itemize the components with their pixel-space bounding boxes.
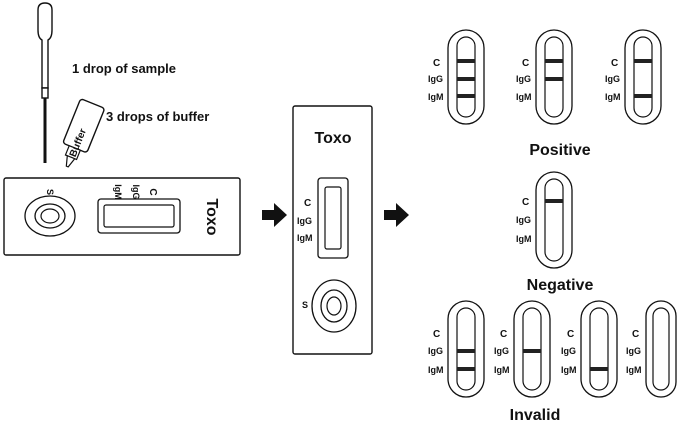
buffer-step-text: 3 drops of buffer [106, 109, 209, 124]
cassette-h-igm-label: IgM [113, 184, 123, 200]
strip-igg-label: IgG [428, 346, 443, 356]
positive-strip-3: C IgG IgM [605, 29, 662, 125]
strip-igm-label: IgM [494, 365, 510, 375]
strip-igm-label: IgM [561, 365, 577, 375]
invalid-strip-2: C IgG IgM [494, 300, 551, 398]
invalid-strip-3: C IgG IgM [561, 300, 618, 398]
strip-igm-label: IgM [516, 234, 532, 244]
cassette-h-control-label: C [147, 188, 158, 195]
invalid-heading: Invalid [510, 407, 561, 424]
cassette-h-igg-label: IgG [131, 185, 141, 200]
strip-c-label: C [632, 329, 639, 340]
invalid-strip-1: C IgG IgM [428, 300, 485, 398]
strip-c-label: C [611, 58, 618, 69]
strip-c-label: C [433, 329, 440, 340]
sample-well-label: S [45, 189, 55, 195]
strip-c-label: C [433, 58, 440, 69]
cassette-h-brand: Toxo [203, 198, 220, 235]
horizontal-cassette: S IgM IgG C Toxo [3, 177, 241, 256]
strip-igg-label: IgG [516, 74, 531, 84]
strip-c-label: C [567, 329, 574, 340]
strip-igm-label: IgM [626, 365, 642, 375]
strip-igm-label: IgM [428, 92, 444, 102]
strip-c-label: C [522, 197, 529, 208]
negative-strip: C IgG IgM [516, 171, 573, 269]
strip-igg-label: IgG [494, 346, 509, 356]
strip-igg-label: IgG [428, 74, 443, 84]
strip-igg-label: IgG [561, 346, 576, 356]
strip-igg-label: IgG [626, 346, 641, 356]
arrow-right-icon [384, 203, 409, 227]
arrow-right-icon [262, 203, 287, 227]
strip-igm-label: IgM [516, 92, 532, 102]
positive-strip-1: C IgG IgM [428, 29, 485, 125]
strip-igg-label: IgG [516, 215, 531, 225]
strip-igm-label: IgM [428, 365, 444, 375]
positive-strip-2: C IgG IgM [516, 29, 573, 125]
buffer-bottle-icon: Buffer [62, 98, 105, 168]
positive-heading: Positive [529, 142, 590, 159]
sample-step-text: 1 drop of sample [72, 61, 176, 76]
negative-heading: Negative [527, 277, 594, 294]
strip-c-label: C [522, 58, 529, 69]
invalid-strip-4: C IgG IgM [626, 300, 677, 398]
cassette-v-igg-label: IgG [297, 216, 312, 226]
cassette-v-sample-label: S [302, 300, 308, 310]
cassette-v-igm-label: IgM [297, 233, 313, 243]
dropper-icon [37, 2, 53, 163]
cassette-v-control-label: C [304, 198, 311, 209]
cassette-v-brand: Toxo [314, 130, 351, 147]
strip-igg-label: IgG [605, 74, 620, 84]
strip-igm-label: IgM [605, 92, 621, 102]
vertical-cassette: Toxo C IgG IgM S [292, 105, 373, 355]
strip-c-label: C [500, 329, 507, 340]
